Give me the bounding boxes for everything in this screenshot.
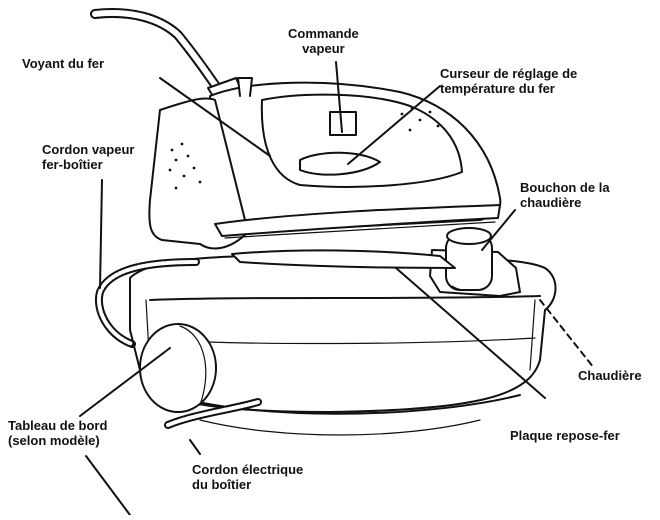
label-commande-vapeur: Commande vapeur <box>288 26 359 56</box>
label-curseur: Curseur de réglage de température du fer <box>440 66 578 96</box>
control-panel <box>139 323 217 413</box>
leader-lines <box>79 61 595 516</box>
leader-curseur <box>347 85 441 165</box>
leader-chaudiere <box>539 299 595 369</box>
label-plaque: Plaque repose-fer <box>510 428 620 443</box>
label-cordon-electrique: Cordon électrique du boîtier <box>192 462 304 492</box>
leader-plaque <box>395 267 546 399</box>
leader-voyant-du-fer <box>159 77 271 157</box>
leader-bottom <box>85 455 131 516</box>
leader-commande-vapeur <box>335 61 343 133</box>
leader-cordon-electrique <box>189 439 201 455</box>
iron-rest-plate <box>231 249 456 269</box>
leader-tableau <box>79 347 171 417</box>
label-cordon-vapeur: Cordon vapeur fer-boîtier <box>42 142 135 172</box>
leader-cordon-vapeur <box>99 179 103 289</box>
label-chaudiere: Chaudière <box>578 368 642 383</box>
label-bouchon: Bouchon de la chaudière <box>520 180 610 210</box>
label-tableau: Tableau de bord (selon modèle) <box>8 418 108 448</box>
boiler-base <box>129 254 557 436</box>
leader-bouchon <box>481 209 516 251</box>
iron-body <box>148 77 502 250</box>
label-voyant-du-fer: Voyant du fer <box>22 56 105 71</box>
